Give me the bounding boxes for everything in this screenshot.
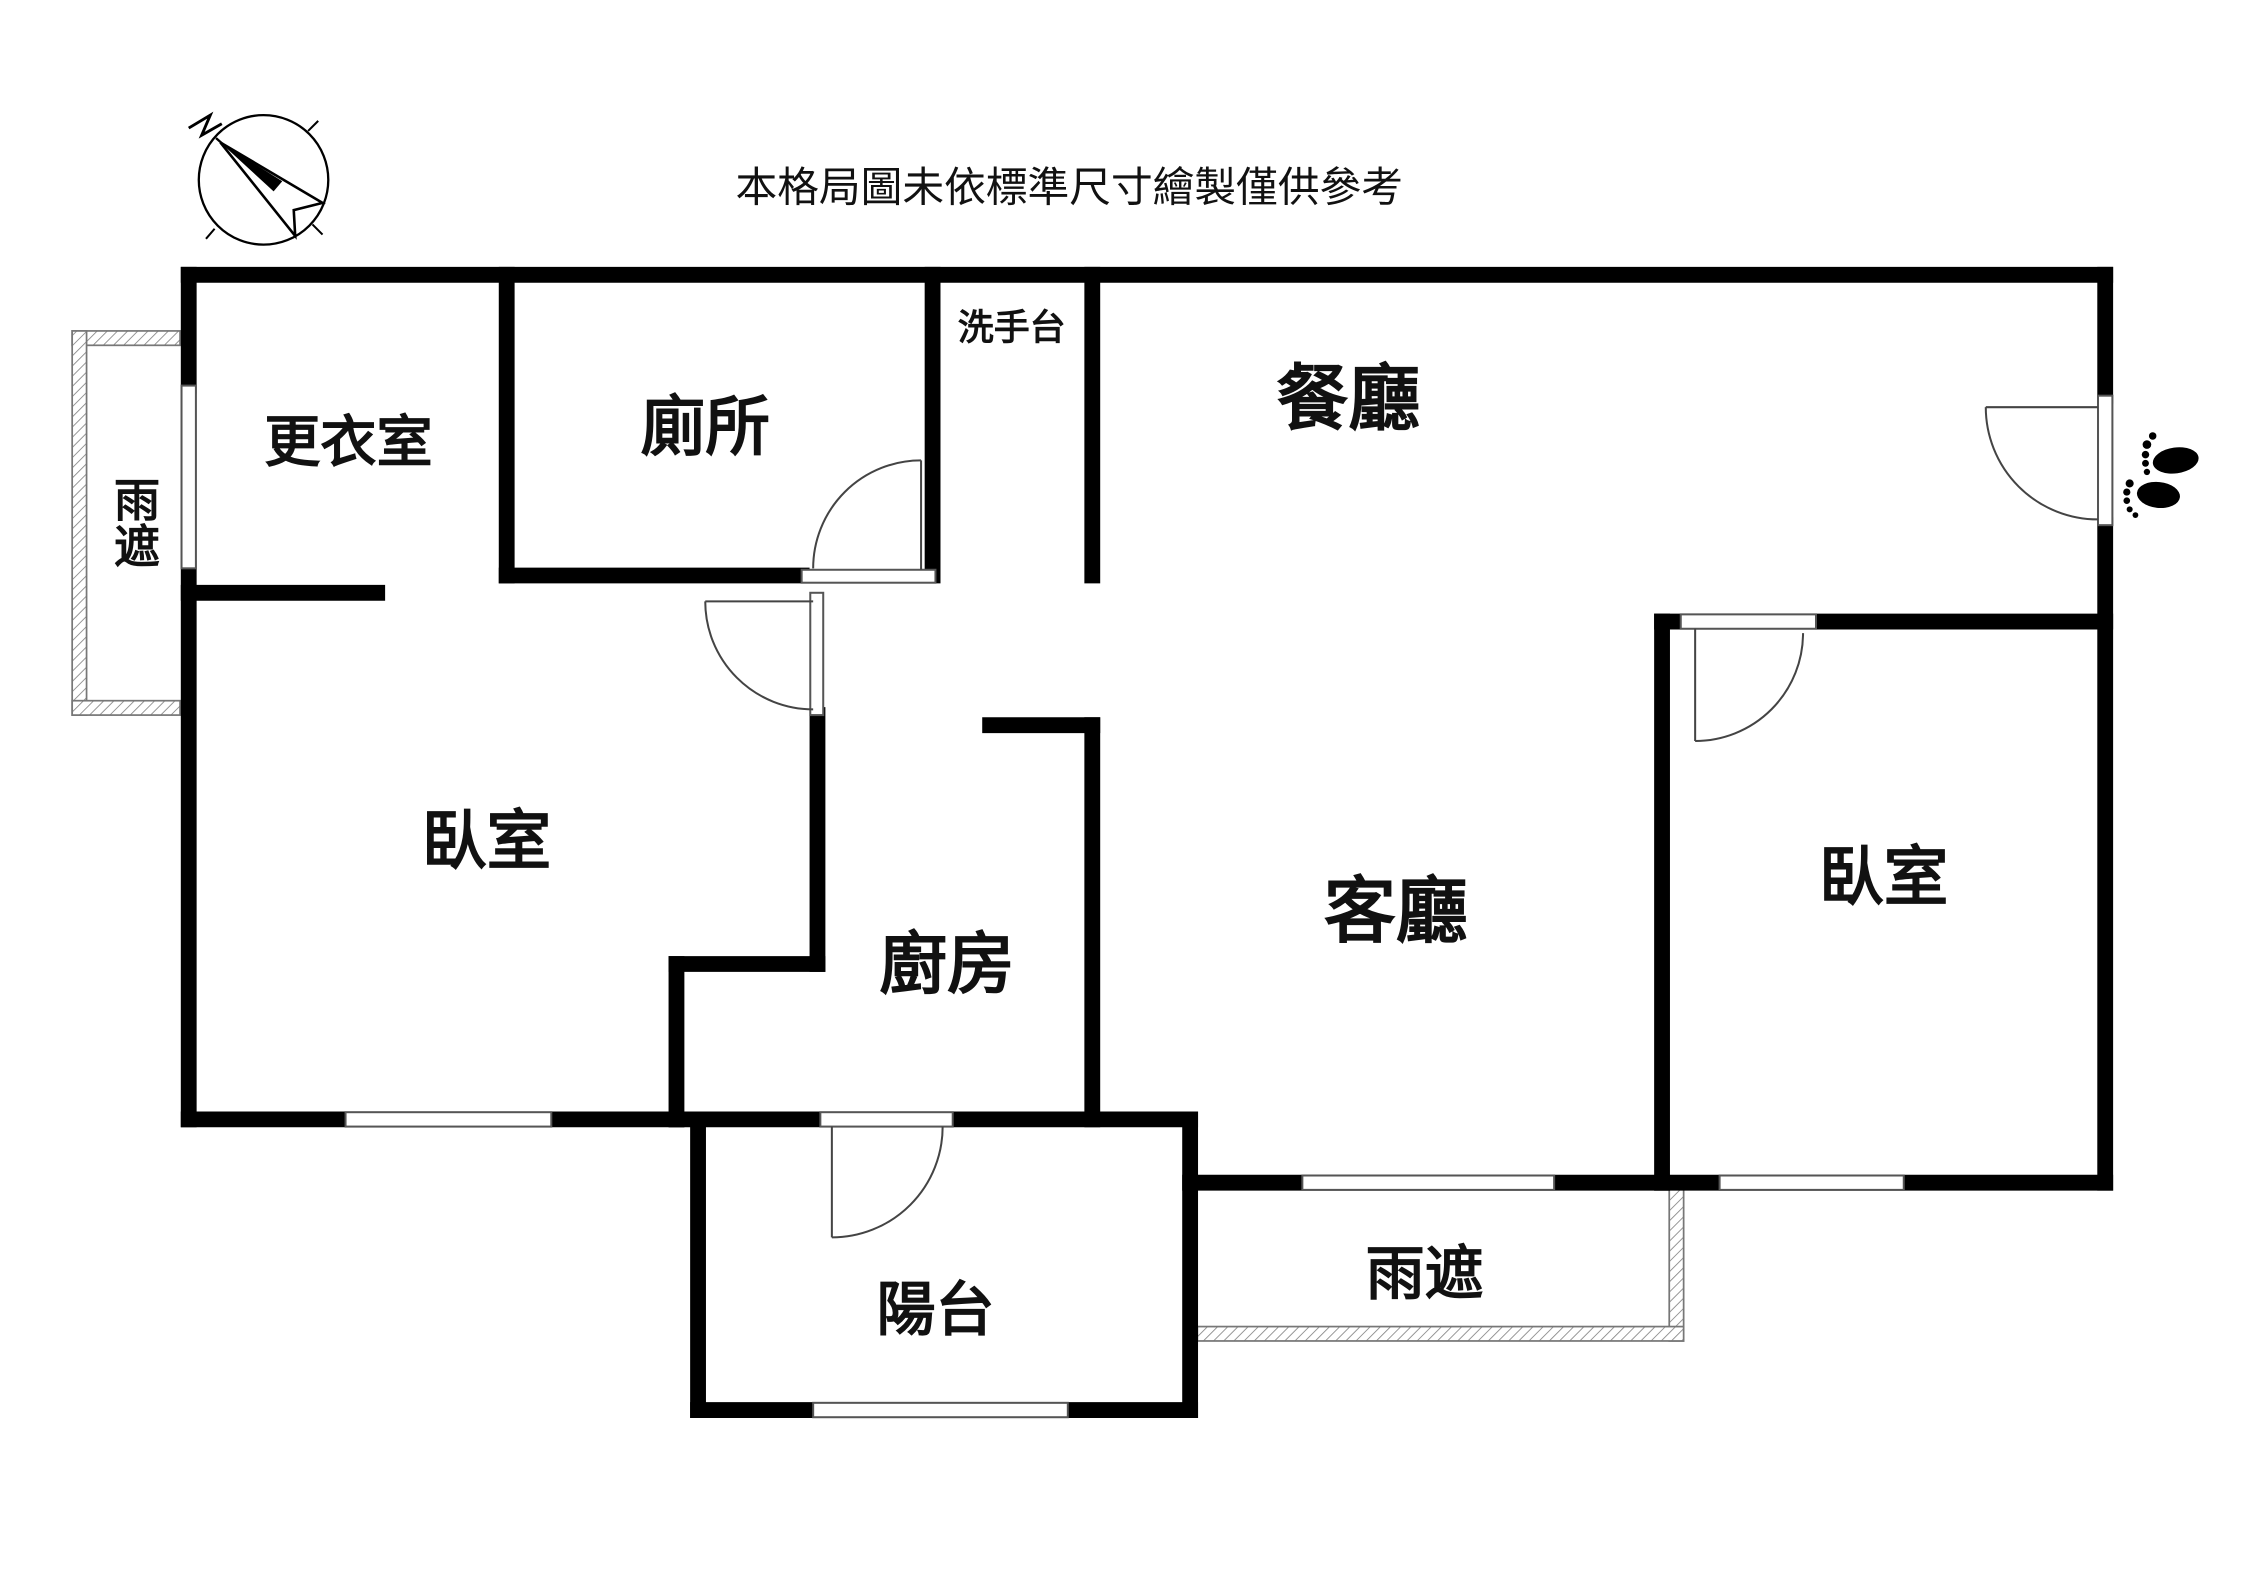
window-balcony [812,1401,1069,1419]
left-canopy-side-band [71,330,88,716]
bottom-canopy-bottom-band [1196,1325,1685,1342]
windows [180,384,2114,1419]
label-left-bedroom: 臥室 [422,804,551,879]
label-dining-room: 餐廳 [1276,357,1420,441]
window-right-bedroom [1718,1174,1905,1191]
footprints-icon [2123,432,2199,518]
left-canopy [71,330,181,716]
door-frame-left-bedroom [809,591,825,717]
door-entrance [1984,406,2099,521]
left-canopy-bottom-band [71,699,181,716]
label-balcony: 陽台 [876,1275,994,1344]
door-balcony [830,1126,944,1239]
door-left-bedroom [704,600,814,711]
door-toilet [812,459,923,570]
label-living-room: 客廳 [1324,869,1468,953]
window-left-wall [180,384,197,570]
door-right-bedroom [1694,628,1805,742]
label-washbasin: 洗手台 [958,308,1066,349]
window-living-room [1301,1174,1556,1191]
bottom-canopy-side-band [1668,1181,1685,1342]
bottom-canopy [1196,1181,1685,1342]
left-canopy-top-band [71,330,181,347]
label-left-canopy: 雨遮 [107,476,161,568]
label-bottom-canopy: 雨遮 [1366,1239,1484,1308]
label-toilet: 廁所 [641,390,770,465]
door-frame-right-bedroom [1679,613,1818,630]
north-arrow-icon [187,111,330,246]
window-left-bedroom [344,1111,553,1128]
label-kitchen: 廚房 [879,924,1014,1003]
label-dressing-room: 更衣室 [264,411,432,476]
threshold-toilet [800,568,937,584]
label-right-bedroom: 臥室 [1819,840,1948,915]
disclaimer-text: 本格局圖未依標準尺寸繪製僅供參考 [736,163,1403,212]
door-frame-balcony [819,1111,954,1128]
door-frame-entrance [2097,394,2114,527]
